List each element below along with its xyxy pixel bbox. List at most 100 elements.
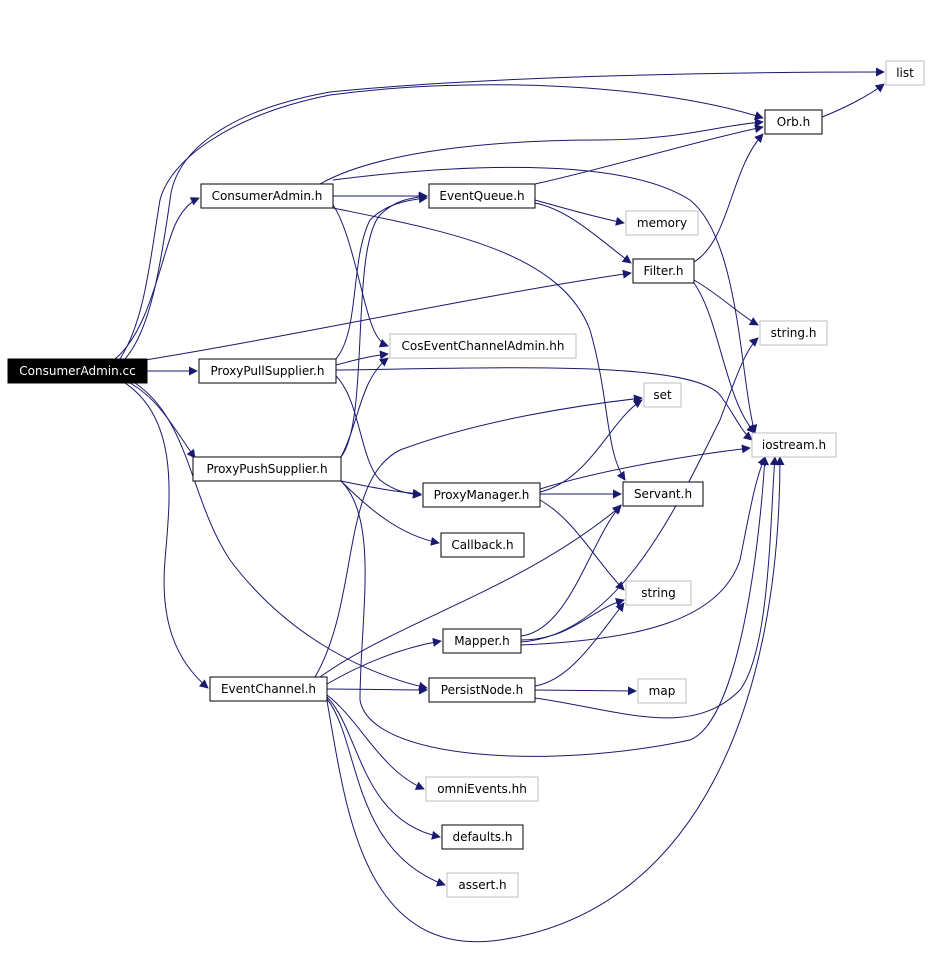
nodes-layer: ConsumerAdmin.cc ConsumerAdmin.h EventQueu…	[7, 60, 925, 898]
node-label-set: set	[653, 388, 672, 402]
node-label-string: string	[641, 586, 675, 600]
edge-persistnode_h-to-map	[534, 686, 637, 696]
node-label-callback_h: Callback.h	[451, 538, 513, 552]
node-eventchannel_h[interactable]: EventChannel.h	[209, 676, 328, 702]
node-map: map	[637, 678, 687, 704]
edge-proxypullsupplier_h-to-coseventchanneladmin_hh	[335, 350, 389, 366]
edge-proxypushsupplier_h-to-eventqueue_h	[340, 192, 428, 458]
node-assert_h: assert.h	[446, 872, 519, 898]
node-label-filter_h: Filter.h	[643, 264, 683, 278]
node-box-coseventchanneladmin_hh	[389, 333, 577, 359]
edge-filter_h-to-iostream_h	[693, 282, 756, 434]
edges-layer	[114, 67, 885, 943]
node-mapper_h[interactable]: Mapper.h	[442, 628, 522, 654]
node-label-defaults_h: defaults.h	[453, 830, 513, 844]
edge-filter_h-to-orb_h	[693, 133, 764, 263]
node-label-consumeradmin_cc: ConsumerAdmin.cc	[19, 364, 135, 378]
edge-consumeradmin_h-to-iostream_h	[332, 166, 758, 434]
node-orb_h[interactable]: Orb.h	[764, 109, 823, 135]
edge-consumeradmin_h-to-orb_h	[319, 118, 764, 185]
node-box-eventchannel_h	[209, 676, 328, 702]
node-filter_h[interactable]: Filter.h	[632, 258, 695, 284]
node-label-consumeradmin_h: ConsumerAdmin.h	[212, 189, 323, 203]
node-memory: memory	[625, 210, 699, 236]
edge-eventchannel_h-to-omnievents_hh	[326, 694, 425, 790]
node-consumeradmin_h[interactable]: ConsumerAdmin.h	[200, 183, 334, 209]
edge-mapper_h-to-servant_h	[520, 504, 622, 637]
node-eventqueue_h[interactable]: EventQueue.h	[428, 183, 536, 209]
node-box-consumeradmin_h	[200, 183, 334, 209]
edge-proxypushsupplier_h-to-callback_h	[340, 480, 440, 546]
edge-proxymanager_h-to-string	[539, 499, 625, 591]
node-label-map: map	[649, 684, 676, 698]
edge-mapper_h-to-string_h	[520, 337, 759, 643]
edge-consumeradmin_cc-to-list	[124, 67, 885, 360]
node-omnievents_hh: omniEvents.hh	[425, 776, 539, 802]
edge-eventchannel_h-to-iostream_h	[326, 456, 785, 943]
edge-proxypushsupplier_h-to-iostream_h	[340, 456, 770, 757]
node-box-callback_h	[440, 532, 525, 558]
edge-eventchannel_h-to-defaults_h	[326, 696, 441, 840]
edge-consumeradmin_cc-to-consumeradmin_h	[114, 197, 200, 360]
edge-mapper_h-to-string	[520, 597, 625, 641]
edge-eventqueue_h-to-filter_h	[534, 202, 632, 264]
node-proxypullsupplier_h[interactable]: ProxyPullSupplier.h	[198, 358, 337, 384]
edge-eventchannel_h-to-assert_h	[326, 698, 446, 887]
node-proxypushsupplier_h[interactable]: ProxyPushSupplier.h	[192, 456, 342, 482]
node-label-proxypullsupplier_h: ProxyPullSupplier.h	[211, 364, 325, 378]
edge-consumeradmin_h-to-servant_h	[332, 207, 626, 481]
edge-persistnode_h-to-string	[534, 602, 625, 687]
node-iostream_h: iostream.h	[751, 432, 837, 458]
node-label-proxymanager_h: ProxyManager.h	[434, 488, 530, 502]
node-callback_h[interactable]: Callback.h	[440, 532, 525, 558]
edge-mapper_h-to-iostream_h	[520, 456, 766, 646]
node-box-filter_h	[632, 258, 695, 284]
node-consumeradmin_cc[interactable]: ConsumerAdmin.cc	[7, 358, 148, 384]
edge-consumeradmin_cc-to-orb_h	[119, 84, 764, 360]
node-string: string	[625, 580, 692, 606]
edge-consumeradmin_cc-to-filter_h	[138, 269, 632, 362]
node-box-map	[637, 678, 687, 704]
node-label-iostream_h: iostream.h	[762, 438, 826, 452]
node-label-proxypushsupplier_h: ProxyPushSupplier.h	[206, 462, 327, 476]
edge-orb_h-to-list	[821, 83, 885, 118]
node-box-set	[643, 382, 682, 408]
node-servant_h[interactable]: Servant.h	[622, 481, 704, 507]
node-box-assert_h	[446, 872, 519, 898]
node-box-string	[625, 580, 692, 606]
node-label-eventchannel_h: EventChannel.h	[221, 682, 316, 696]
edge-eventqueue_h-to-memory	[534, 199, 625, 226]
edge-proxypullsupplier_h-to-iostream_h	[335, 367, 753, 441]
edge-eventchannel_h-to-mapper_h	[326, 637, 442, 685]
node-coseventchanneladmin_hh: CosEventChannelAdmin.hh	[389, 333, 577, 359]
edge-eventqueue_h-to-orb_h	[534, 124, 764, 185]
node-set: set	[643, 382, 682, 408]
edge-proxypullsupplier_h-to-proxymanager_h	[335, 375, 422, 499]
node-box-memory	[625, 210, 699, 236]
node-label-omnievents_hh: omniEvents.hh	[437, 782, 527, 796]
node-box-consumeradmin_cc	[7, 358, 148, 384]
node-box-proxypushsupplier_h	[192, 456, 342, 482]
node-proxymanager_h[interactable]: ProxyManager.h	[422, 482, 541, 508]
node-box-omnievents_hh	[425, 776, 539, 802]
node-persistnode_h[interactable]: PersistNode.h	[428, 677, 536, 703]
edge-persistnode_h-to-iostream_h	[534, 456, 779, 719]
node-label-string_h: string.h	[771, 326, 817, 340]
node-string_h: string.h	[759, 320, 828, 346]
node-box-proxymanager_h	[422, 482, 541, 508]
node-box-defaults_h	[441, 824, 524, 850]
edge-eventchannel_h-to-persistnode_h	[326, 685, 428, 695]
node-label-mapper_h: Mapper.h	[454, 634, 510, 648]
node-box-iostream_h	[751, 432, 837, 458]
node-label-coseventchanneladmin_hh: CosEventChannelAdmin.hh	[402, 339, 565, 353]
node-label-orb_h: Orb.h	[777, 115, 810, 129]
edge-eventchannel_h-to-servant_h	[319, 505, 622, 678]
node-box-orb_h	[764, 109, 823, 135]
node-label-servant_h: Servant.h	[634, 487, 692, 501]
edge-proxypushsupplier_h-to-proxymanager_h	[340, 480, 422, 498]
edge-proxypushsupplier_h-to-coseventchanneladmin_hh	[340, 357, 389, 458]
node-label-memory: memory	[637, 216, 687, 230]
node-defaults_h[interactable]: defaults.h	[441, 824, 524, 850]
